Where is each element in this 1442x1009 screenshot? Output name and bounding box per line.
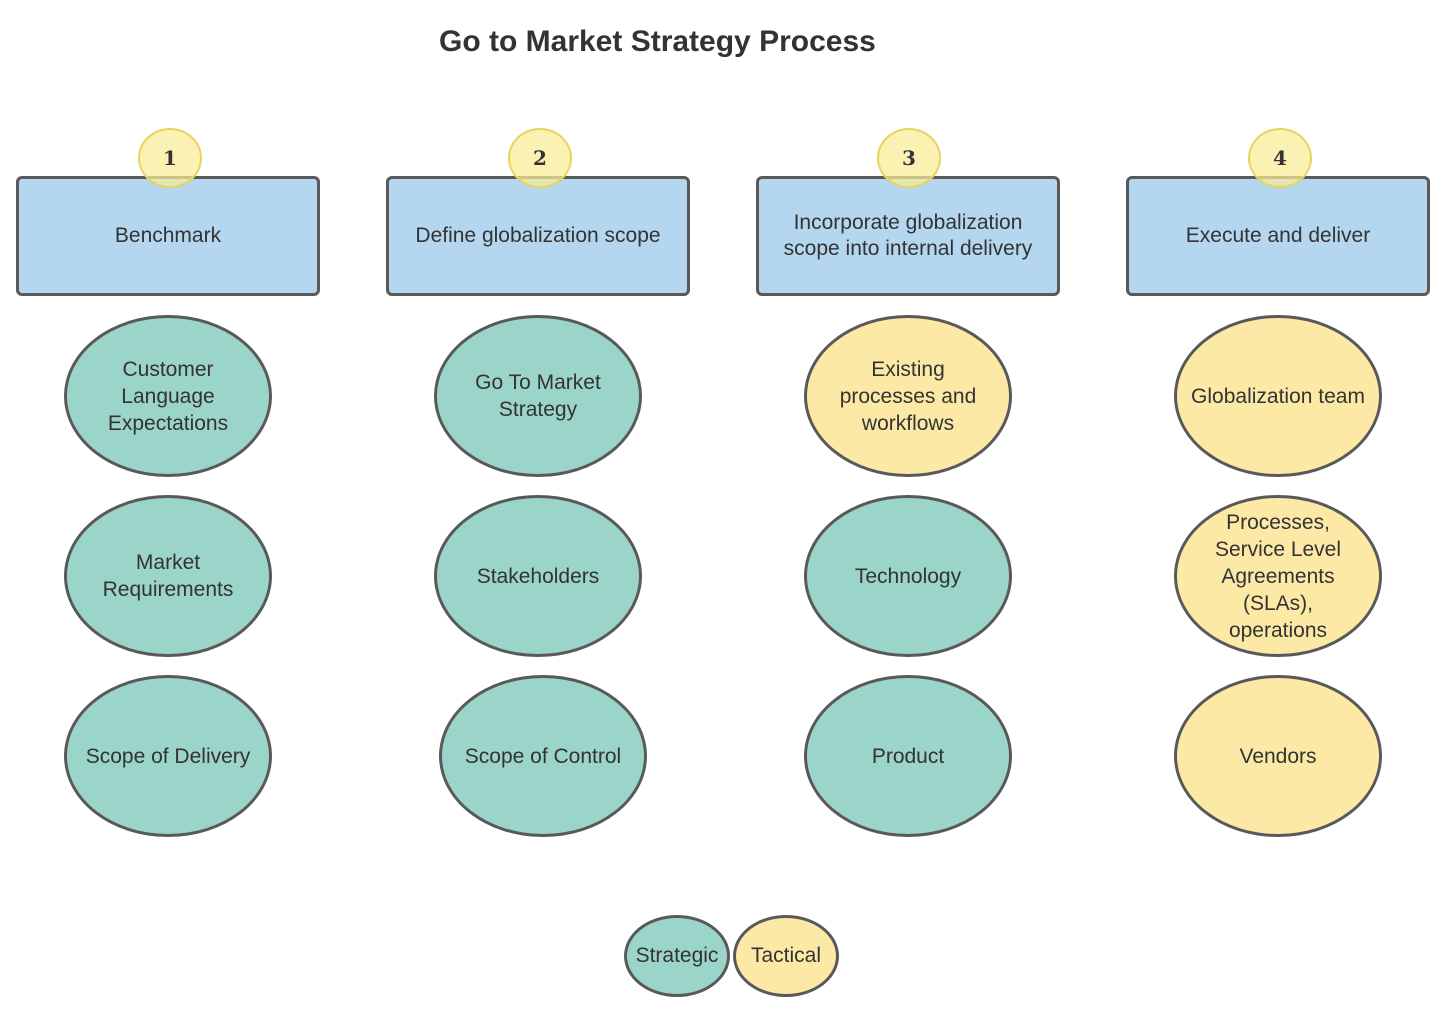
legend-tactical: Tactical [733, 915, 839, 997]
item-oval-2-3: Scope of Control [439, 675, 647, 837]
item-oval-3-3: Product [804, 675, 1012, 837]
item-oval-2-2: Stakeholders [434, 495, 642, 657]
item-oval-3-1: Existing processes and workflows [804, 315, 1012, 477]
step-badge-2: 2 [508, 128, 572, 188]
item-oval-4-3: Vendors [1174, 675, 1382, 837]
item-oval-3-2: Technology [804, 495, 1012, 657]
phase-box-1: Benchmark [16, 176, 320, 296]
item-oval-1-3: Scope of Delivery [64, 675, 272, 837]
phase-box-4: Execute and deliver [1126, 176, 1430, 296]
item-oval-4-1: Globalization team [1174, 315, 1382, 477]
item-oval-4-2: Processes, Service Level Agreements (SLA… [1174, 495, 1382, 657]
step-badge-4: 4 [1248, 128, 1312, 188]
diagram-title: Go to Market Strategy Process [439, 25, 876, 58]
phase-box-3: Incorporate globalization scope into int… [756, 176, 1060, 296]
item-oval-2-1: Go To Market Strategy [434, 315, 642, 477]
item-oval-1-1: Customer Language Expectations [64, 315, 272, 477]
legend-strategic: Strategic [624, 915, 730, 997]
phase-box-2: Define globalization scope [386, 176, 690, 296]
step-badge-1: 1 [138, 128, 202, 188]
item-oval-1-2: Market Requirements [64, 495, 272, 657]
step-badge-3: 3 [877, 128, 941, 188]
